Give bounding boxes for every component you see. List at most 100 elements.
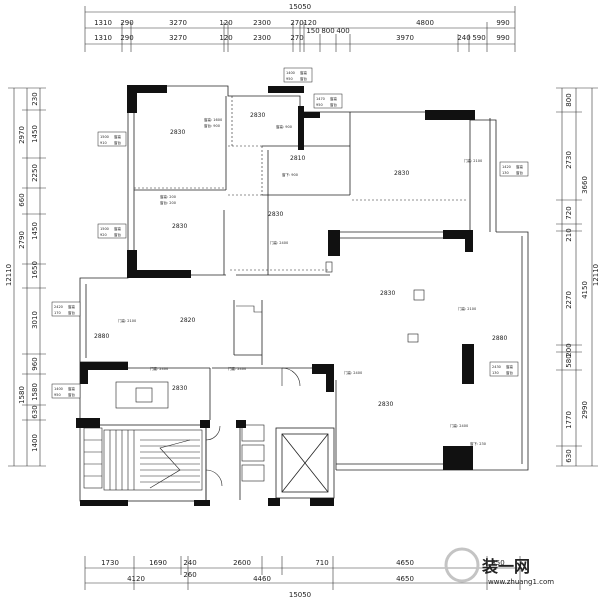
room-height-label: 2830 [268, 211, 283, 218]
room-note: 窗高: 900 [276, 124, 292, 129]
left-dimension-lines [8, 87, 46, 467]
top-dim: 120 [303, 19, 316, 27]
tag-value: 130 [502, 171, 509, 175]
room-note: 门高: 2400 [344, 370, 362, 375]
left-dim: 1580 [18, 386, 26, 404]
tag-label: 窗高 [506, 364, 514, 369]
left-dims-outer: 2970 660 2790 1580 [18, 126, 26, 404]
top-dims-row2: 1310 290 3270 120 2300 270 3970 240 590 … [94, 34, 510, 42]
tag-value: 1470 [316, 97, 325, 101]
tag-label: 窗台 [506, 370, 514, 375]
bottom-dims-row1: 1730 1690 240 2600 710 4650 350 [101, 559, 505, 567]
tag-label: 窗高 [330, 96, 338, 101]
watermark-brand: 装一网 [481, 557, 530, 576]
right-dim: 210 [565, 228, 573, 241]
tag-value: 2420 [54, 305, 63, 309]
tag-value: 920 [100, 233, 107, 237]
room-height-label: 2830 [378, 401, 393, 408]
room-note: 门高: 2100 [118, 318, 136, 323]
room-note: 门高: 2400 [270, 240, 288, 245]
right-dim: 720 [565, 206, 573, 219]
shafts [83, 424, 265, 489]
right-dim: 2270 [565, 291, 573, 309]
top-dim: 150 [306, 27, 319, 35]
room-note: 窗台: 900 [204, 123, 220, 128]
right-dim: 800 [565, 93, 573, 106]
tag-label: 窗高 [516, 164, 524, 169]
beam-lines [134, 96, 468, 271]
window-tags [51, 67, 529, 399]
top-dim: 2300 [253, 34, 271, 42]
top-dim: 3270 [169, 34, 187, 42]
room-note: 门高: 2100 [464, 158, 482, 163]
room-height-label: 2830 [172, 385, 187, 392]
room-height-label: 2830 [250, 112, 265, 119]
room-labels: 2830 窗高: 1600 窗台: 900 2830 窗高: 900 2810 … [94, 112, 507, 446]
bottom-dim: 240 [183, 559, 196, 567]
bottom-dim: 4120 [127, 575, 145, 583]
watermark: 装一网 www.zhuang1.com [444, 547, 554, 586]
top-dim: 990 [496, 19, 509, 27]
right-dims-inner: 800 2730 720 210 2270 200 580 1770 630 [565, 93, 573, 462]
tag-value: 950 [54, 393, 61, 397]
watermark-logo-icon [444, 547, 480, 583]
top-dim: 270 [290, 34, 303, 42]
bottom-dim: 1730 [101, 559, 119, 567]
right-total-dim: 12110 [592, 264, 600, 286]
top-dim: 1310 [94, 19, 112, 27]
top-dim: 120 [219, 19, 232, 27]
bottom-dims-row2: 4120 4460 4650 [127, 575, 414, 583]
top-dim: 1310 [94, 34, 112, 42]
tag-value: 1400 [54, 387, 63, 391]
bottom-total-dim: 15050 [289, 591, 311, 599]
tag-label: 窗台 [114, 140, 121, 145]
left-dim: 230 [31, 92, 39, 105]
top-total-dim: 15050 [289, 3, 311, 11]
window-tag-text: 1400 窗高 950 窗台 1470 窗高 950 窗台 1500 窗高 91… [54, 70, 524, 397]
fixtures [115, 261, 425, 409]
room-height-label: 2880 [94, 333, 109, 340]
top-dim: 4800 [416, 19, 434, 27]
bottom-dim: 4460 [253, 575, 271, 583]
top-dimension-lines [84, 6, 516, 52]
top-dims-row2a: 150 800 400 [306, 27, 349, 35]
left-dim: 1450 [31, 222, 39, 240]
top-dim: 120 [219, 34, 232, 42]
left-dim: 960 [31, 357, 39, 370]
room-note: 窗高: 200 [160, 194, 176, 199]
tag-label: 窗高 [68, 386, 75, 391]
bottom-dim: 4650 [396, 559, 414, 567]
tag-value: 950 [286, 77, 293, 81]
left-total-dim: 12110 [5, 264, 13, 286]
room-note: 窗高: 1600 [204, 117, 222, 122]
tag-label: 窗台 [330, 102, 338, 107]
room-note: 门高: 2100 [458, 306, 476, 311]
room-note: 门高: 2400 [150, 366, 168, 371]
room-height-label: 2810 [290, 155, 305, 162]
top-dim: 240 [457, 34, 470, 42]
right-dimension-lines [556, 87, 598, 467]
top-dim: 290 [120, 19, 133, 27]
room-note: 门高: 2400 [228, 366, 246, 371]
room-note: 窗下: 230 [470, 441, 486, 446]
top-dim: 590 [472, 34, 485, 42]
right-dim: 3660 [581, 176, 589, 194]
bottom-dim-sub: 260 [183, 571, 196, 579]
room-note: 门高: 2400 [450, 423, 468, 428]
tag-label: 窗台 [68, 392, 75, 397]
bottom-dim: 4650 [396, 575, 414, 583]
left-dim: 3010 [31, 311, 39, 329]
top-dim: 270 [290, 19, 303, 27]
left-dim: 1650 [31, 261, 39, 279]
left-dims-inner: 230 1450 2250 1450 1650 3010 960 1580 63… [31, 92, 39, 452]
room-note: 窗下: 900 [282, 172, 298, 177]
tag-value: 2430 [492, 365, 501, 369]
room-height-label: 2830 [170, 129, 185, 136]
right-dim: 1770 [565, 411, 573, 429]
staircase [103, 429, 203, 491]
left-dim: 2790 [18, 231, 26, 249]
left-dim: 1580 [31, 383, 39, 401]
bottom-dim: 1690 [149, 559, 167, 567]
tag-label: 窗台 [114, 232, 121, 237]
left-dim: 2250 [31, 164, 39, 182]
